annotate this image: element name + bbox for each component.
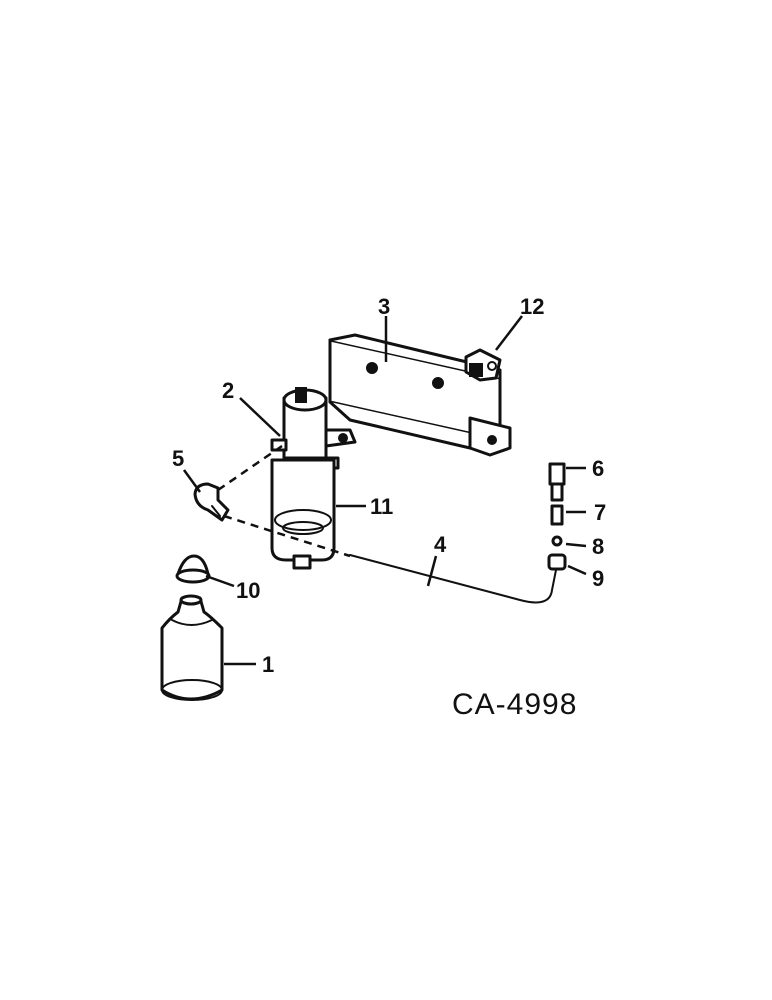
callout-2: 2 bbox=[222, 378, 234, 403]
callout-5: 5 bbox=[172, 446, 184, 471]
callout-1: 1 bbox=[262, 652, 274, 677]
part-2-filter-head bbox=[270, 387, 357, 470]
callout-4: 4 bbox=[434, 532, 447, 557]
part-8-washer bbox=[551, 535, 563, 547]
callout-12: 12 bbox=[520, 294, 544, 319]
callout-10: 10 bbox=[236, 578, 260, 603]
figure-code: CA-4998 bbox=[452, 688, 577, 721]
callout-8: 8 bbox=[592, 534, 604, 559]
part-5-elbow-fitting bbox=[193, 482, 230, 522]
part-10-cap bbox=[175, 554, 211, 584]
part-1-canister bbox=[160, 594, 224, 701]
callout-6: 6 bbox=[592, 456, 604, 481]
part-7-fitting bbox=[550, 504, 564, 526]
part-12-switch bbox=[464, 348, 502, 382]
callout-9: 9 bbox=[592, 566, 604, 591]
part-6-fitting bbox=[548, 462, 566, 502]
part-9-nut bbox=[547, 553, 567, 571]
leader-lines bbox=[182, 315, 587, 666]
callout-3: 3 bbox=[378, 294, 390, 319]
part-11-filter-bowl bbox=[270, 458, 336, 570]
part-4-tube bbox=[349, 554, 557, 604]
callout-11: 11 bbox=[370, 494, 393, 519]
callout-7: 7 bbox=[594, 500, 606, 525]
part-3-bracket bbox=[328, 333, 512, 457]
